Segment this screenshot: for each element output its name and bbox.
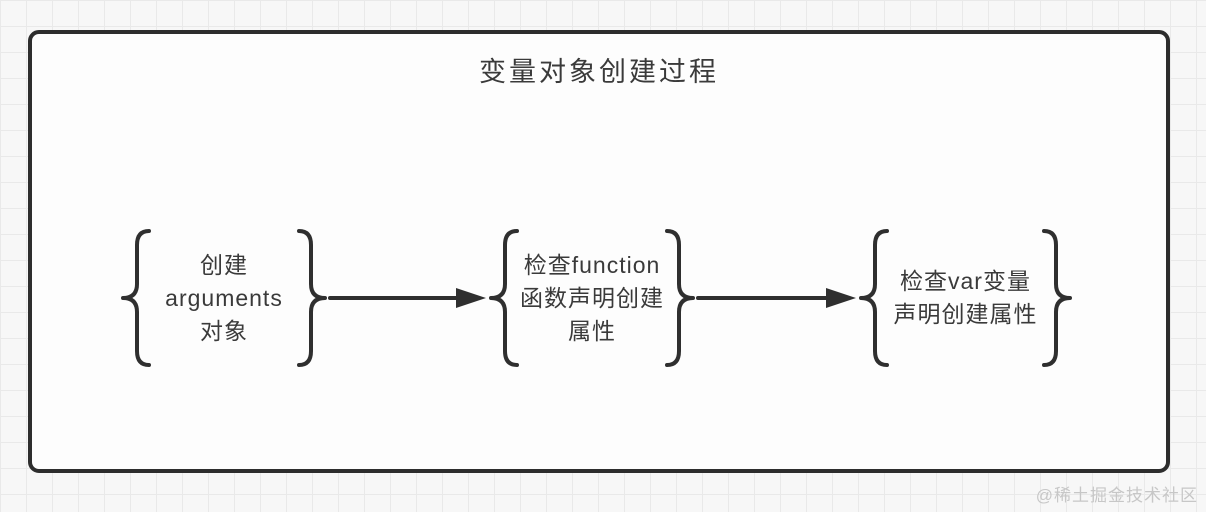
brace-right-icon [297, 229, 327, 367]
diagram-frame: 变量对象创建过程 创建 arguments 对象 检查function 函数声明… [28, 30, 1170, 473]
flow-arrow-icon [696, 288, 856, 308]
node-text: 创建 arguments 对象 [152, 249, 296, 348]
node-text: 检查var变量 声明创建属性 [890, 265, 1041, 331]
node-text-line: 检查function [523, 251, 661, 278]
node-text-line: arguments [165, 284, 283, 311]
brace-right-icon [1042, 229, 1072, 367]
watermark-text: @稀土掘金技术社区 [1035, 486, 1198, 505]
flow-node-create-arguments: 创建 arguments 对象 [120, 228, 328, 368]
node-text-line: 函数声明创建 [520, 284, 664, 311]
node-text-line: 声明创建属性 [893, 301, 1038, 327]
node-text-line: 创建 [200, 251, 248, 278]
flow-node-check-var-declarations: 检查var变量 声明创建属性 [858, 228, 1073, 368]
brace-right-icon [665, 229, 695, 367]
node-text: 检查function 函数声明创建 属性 [520, 249, 664, 348]
node-text-line: 对象 [200, 317, 248, 344]
flow-arrow-icon [328, 288, 486, 308]
node-text-line: 属性 [568, 317, 616, 344]
brace-left-icon [859, 229, 889, 367]
diagram-title: 变量对象创建过程 [479, 57, 719, 87]
node-text-line: 检查var变量 [900, 268, 1031, 294]
brace-left-icon [121, 229, 151, 367]
flow-node-check-function-declarations: 检查function 函数声明创建 属性 [488, 228, 696, 368]
brace-left-icon [489, 229, 519, 367]
